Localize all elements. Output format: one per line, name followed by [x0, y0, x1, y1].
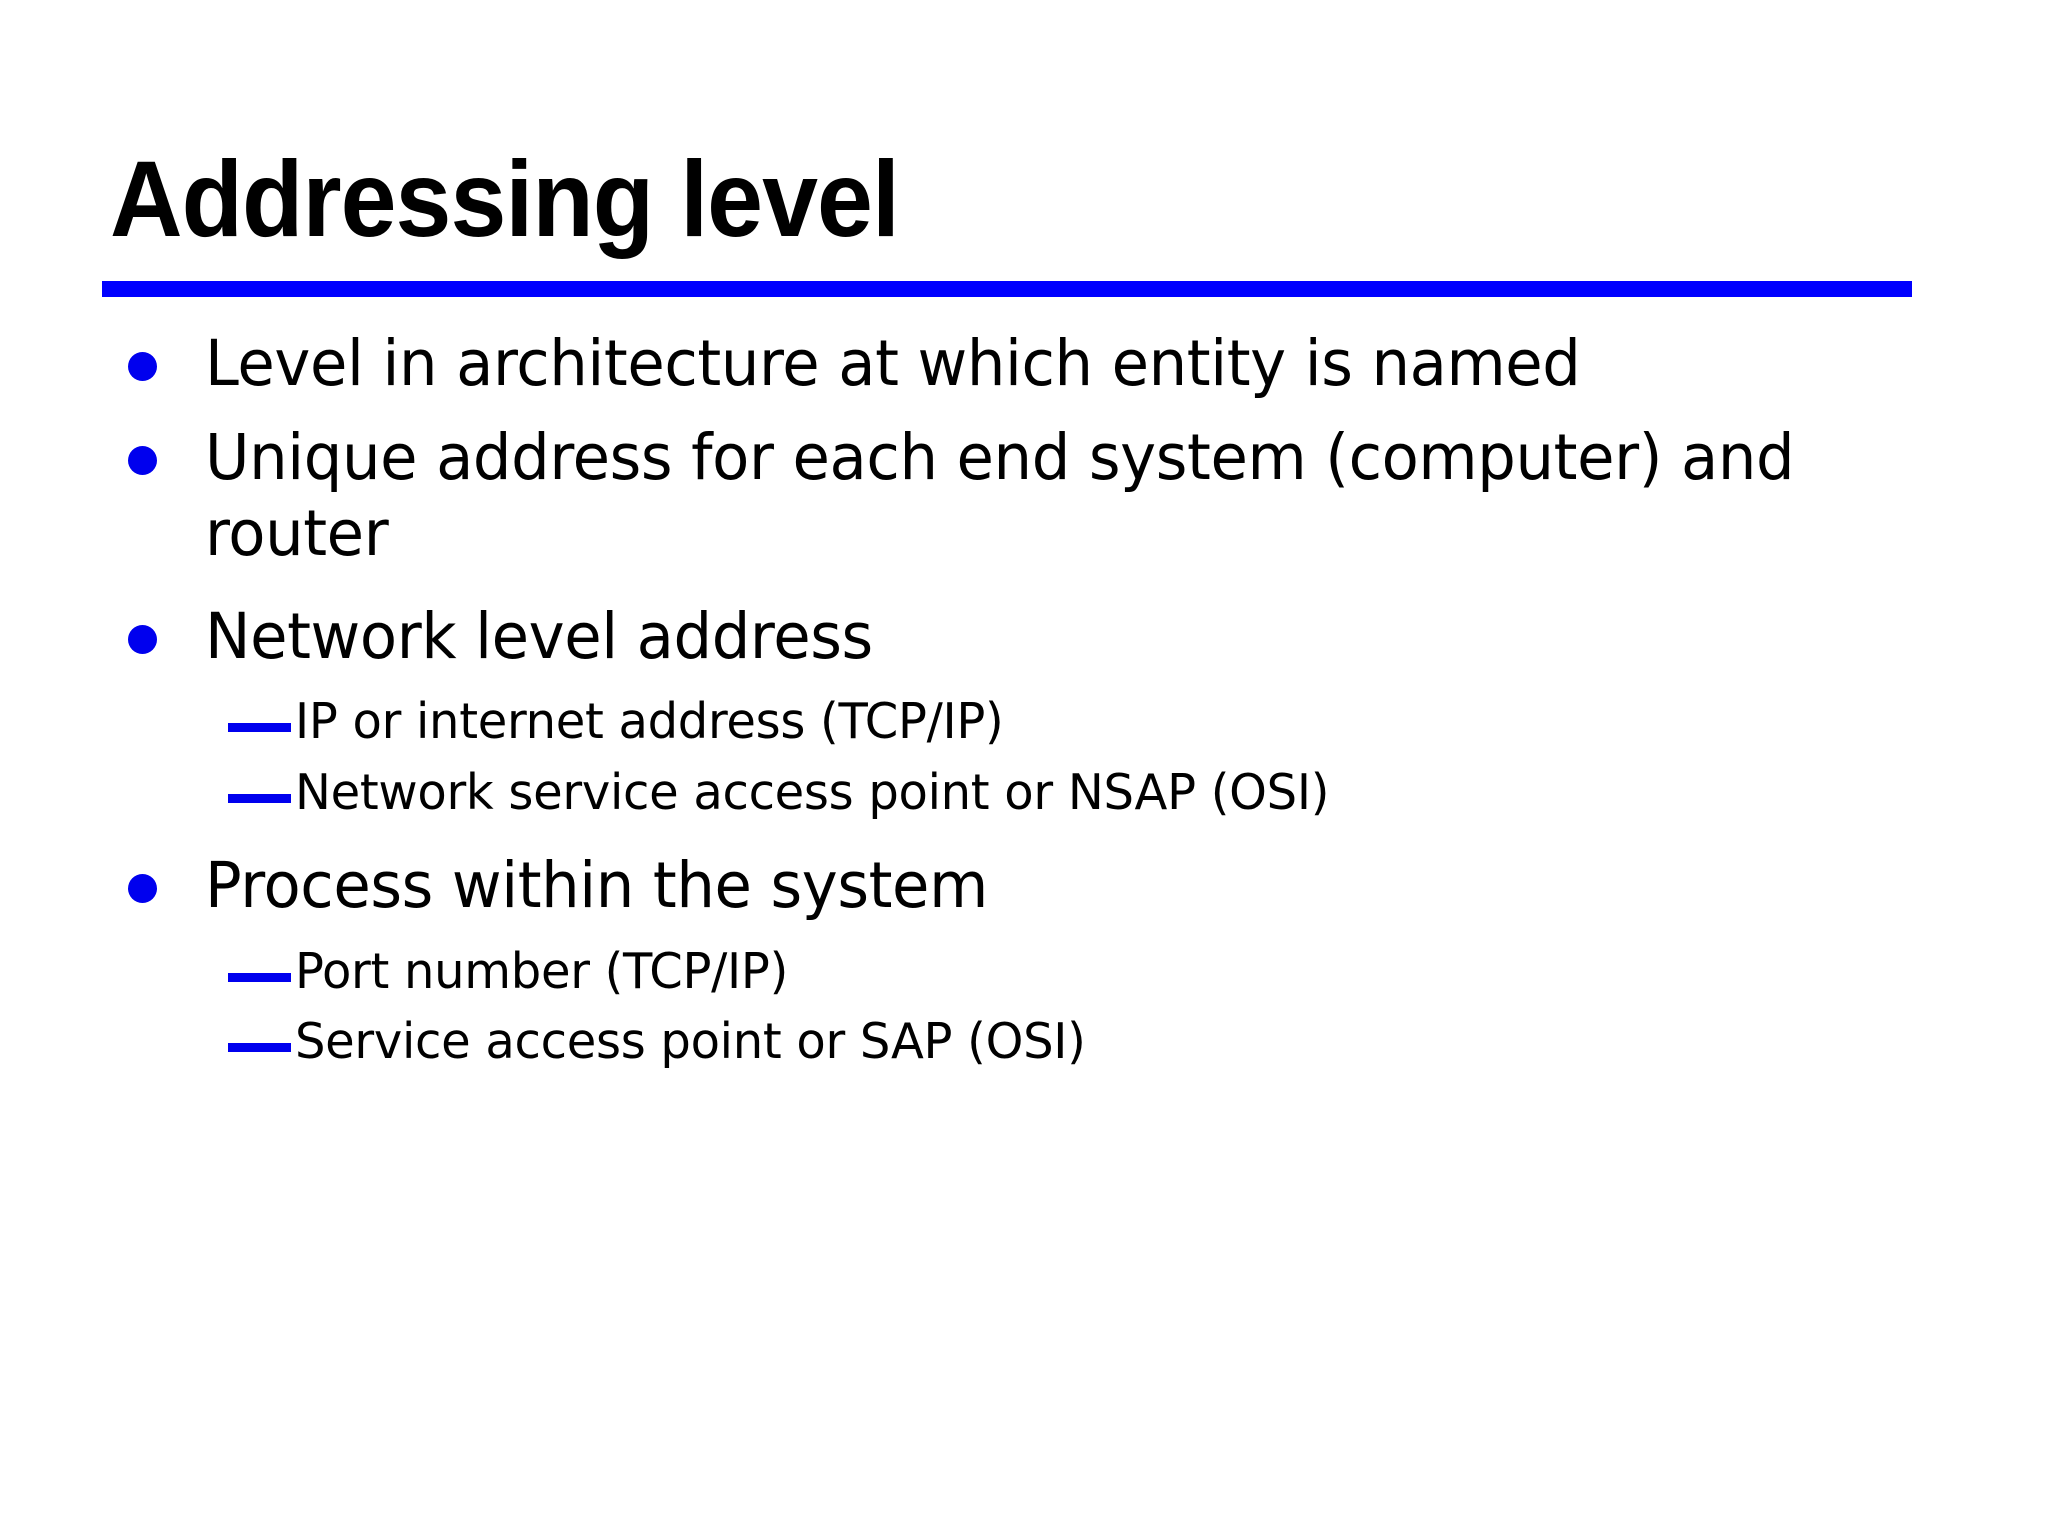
sub-list-item: IP or internet address (TCP/IP) — [0, 693, 2048, 752]
sub-list-item-label: IP or internet address (TCP/IP) — [295, 692, 1004, 750]
sub-list-item: Service access point or SAP (OSI) — [0, 1013, 2048, 1072]
list-item: Unique address for each end system (comp… — [0, 420, 2048, 572]
slide-body-list: Level in architecture at which entity is… — [0, 326, 2048, 1084]
sub-list-item-label: Network service access point or NSAP (OS… — [295, 763, 1330, 821]
sub-list-item: Port number (TCP/IP) — [0, 943, 2048, 1002]
bullet-dot-icon — [128, 352, 157, 381]
list-item-label: Unique address for each end system (comp… — [205, 421, 1795, 571]
list-item-label: Level in architecture at which entity is… — [205, 327, 1581, 400]
sub-list-item-label: Port number (TCP/IP) — [295, 942, 789, 1000]
bullet-dash-icon — [228, 1043, 291, 1053]
sub-list-item-label: Service access point or SAP (OSI) — [295, 1013, 1086, 1071]
bullet-dot-icon — [128, 624, 157, 654]
bullet-dot-icon — [128, 446, 157, 476]
bullet-dash-icon — [228, 793, 291, 803]
list-item: Process within the system — [0, 848, 2048, 924]
list-item: Level in architecture at which entity is… — [0, 326, 2048, 402]
bullet-dash-icon — [228, 972, 291, 982]
list-item-label: Network level address — [205, 599, 873, 673]
title-underline-rule — [102, 281, 1912, 297]
bullet-dash-icon — [228, 722, 291, 732]
list-item: Network level address — [0, 599, 2048, 675]
list-item-label: Process within the system — [205, 849, 988, 923]
sub-list-item: Network service access point or NSAP (OS… — [0, 764, 2048, 823]
bullet-dot-icon — [128, 874, 157, 904]
page-title: Addressing level — [110, 138, 900, 259]
